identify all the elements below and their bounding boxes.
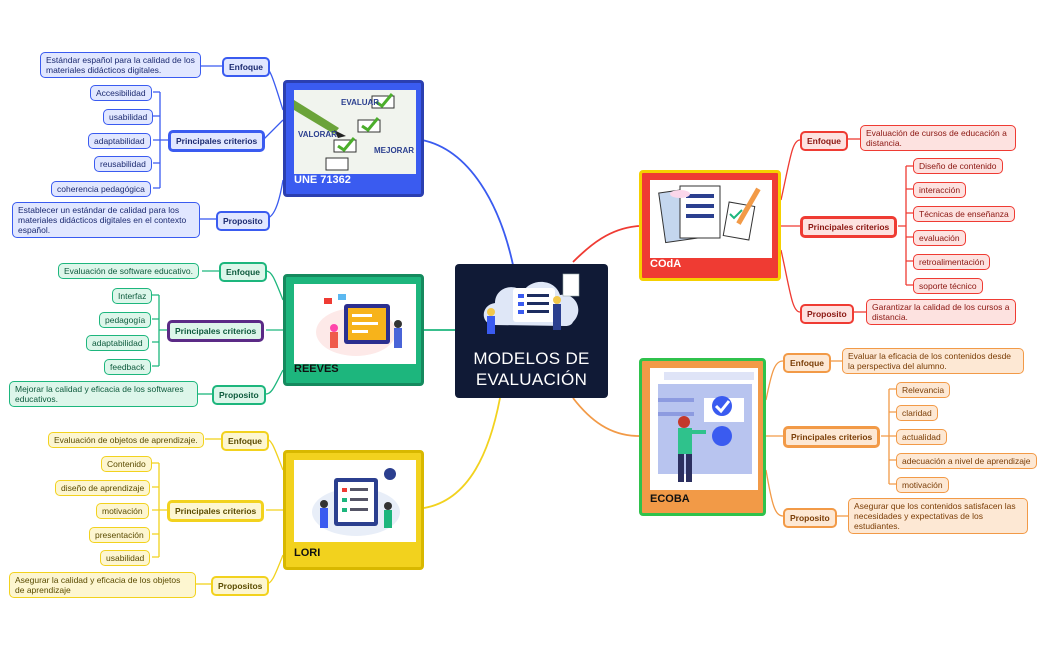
central-title-line-2: EVALUACIÓN	[475, 370, 588, 389]
lori-criterio-item[interactable]: presentación	[89, 527, 150, 543]
coda-criterio-item[interactable]: soporte técnico	[913, 278, 983, 294]
lori-enfoque-text[interactable]: Evaluación de objetos de aprendizaje.	[48, 432, 204, 448]
lori-criterios-label[interactable]: Principales criterios	[167, 500, 265, 522]
une-proposito-label[interactable]: Proposito	[216, 211, 270, 231]
central-topic[interactable]: MODELOS DE EVALUACIÓN	[455, 264, 608, 398]
reeves-proposito-label[interactable]: Proposito	[212, 385, 266, 405]
ecoba-criterios-label[interactable]: Principales criterios	[783, 426, 881, 448]
reeves-criterio-item[interactable]: Interfaz	[112, 288, 153, 304]
ecoba-criterio-item[interactable]: Relevancia	[896, 382, 951, 398]
lori-criterio-item[interactable]: diseño de aprendizaje	[55, 480, 151, 496]
ecoba-criterio-item[interactable]: adecuación a nivel de aprendizaje	[896, 453, 1037, 469]
ecoba-proposito-label[interactable]: Proposito	[783, 508, 837, 528]
lori-criterio-item[interactable]: usabilidad	[100, 550, 151, 566]
node-reeves[interactable]: REEVES	[283, 274, 424, 386]
coda-criterio-item[interactable]: retroalimentación	[913, 254, 991, 270]
une-enfoque-text[interactable]: Estándar español para la calidad de los …	[40, 52, 201, 78]
reeves-criterio-item[interactable]: feedback	[104, 359, 151, 375]
central-title-line-1: MODELOS DE	[473, 349, 590, 368]
une-criterio-item[interactable]: reusabilidad	[94, 156, 152, 172]
une-proposito-text[interactable]: Establecer un estándar de calidad para l…	[12, 202, 200, 238]
ecoba-criterio-item[interactable]: motivación	[896, 477, 949, 493]
software-evaluation-image	[294, 284, 416, 364]
une-criterio-item[interactable]: Accesibilidad	[90, 85, 152, 101]
node-ecoba[interactable]: ECOBA	[639, 358, 766, 516]
une-criterio-item[interactable]: adaptabilidad	[88, 133, 151, 149]
une-enfoque-label[interactable]: Enfoque	[222, 57, 270, 77]
ecoba-enfoque-label[interactable]: Enfoque	[783, 353, 831, 373]
node-title: REEVES	[294, 363, 339, 375]
reeves-proposito-text[interactable]: Mejorar la calidad y eficacia de los sof…	[9, 381, 198, 407]
valorar-word: VALORAR	[298, 130, 337, 139]
reeves-criterios-label[interactable]: Principales criterios	[167, 320, 265, 342]
node-une-71362[interactable]: EVALUAR VALORAR MEJORAR UNE 71362	[283, 80, 424, 197]
lori-proposito-label[interactable]: Propositos	[211, 576, 270, 596]
coda-criterio-item[interactable]: Diseño de contenido	[913, 158, 1003, 174]
reeves-criterio-item[interactable]: pedagogía	[99, 312, 152, 328]
checklist-image: EVALUAR VALORAR MEJORAR	[294, 90, 416, 174]
coda-proposito-text[interactable]: Garantizar la calidad de los cursos a di…	[866, 299, 1016, 325]
coda-criterios-label[interactable]: Principales criterios	[800, 216, 898, 238]
coda-enfoque-text[interactable]: Evaluación de cursos de educación a dist…	[860, 125, 1016, 151]
ecoba-criterio-item[interactable]: actualidad	[896, 429, 947, 445]
coda-criterio-item[interactable]: interacción	[913, 182, 967, 198]
ecoba-proposito-text[interactable]: Asegurar que los contenidos satisfacen l…	[848, 498, 1028, 534]
evaluar-word: EVALUAR	[341, 98, 380, 107]
node-title: ECOBA	[650, 493, 690, 505]
node-lori[interactable]: LORI	[283, 450, 424, 570]
mejorar-word: MEJORAR	[374, 146, 415, 155]
une-criterio-item[interactable]: coherencia pedagógica	[51, 181, 151, 197]
node-coda[interactable]: COdA	[639, 170, 781, 281]
lori-criterio-item[interactable]: Contenido	[101, 456, 152, 472]
lori-proposito-text[interactable]: Asegurar la calidad y eficacia de los ob…	[9, 572, 196, 598]
node-title: LORI	[294, 547, 321, 559]
ecoba-enfoque-text[interactable]: Evaluar la eficacia de los contenidos de…	[842, 348, 1024, 374]
reeves-enfoque-label[interactable]: Enfoque	[219, 262, 267, 282]
ecoba-criterio-item[interactable]: claridad	[896, 405, 938, 421]
une-criterio-item[interactable]: usabilidad	[103, 109, 154, 125]
documents-evaluation-image	[650, 180, 772, 258]
lori-criterio-item[interactable]: motivación	[96, 503, 149, 519]
cloud-checklist-illustration	[483, 273, 580, 334]
node-title: COdA	[650, 258, 682, 270]
node-title: UNE 71362	[294, 174, 351, 186]
coda-criterio-item[interactable]: Técnicas de enseñanza	[913, 206, 1015, 222]
une-criterios-label[interactable]: Principales criterios	[168, 130, 266, 152]
coda-criterio-item[interactable]: evaluación	[913, 230, 966, 246]
reeves-criterio-item[interactable]: adaptabilidad	[86, 335, 149, 351]
coda-proposito-label[interactable]: Proposito	[800, 304, 854, 324]
coda-enfoque-label[interactable]: Enfoque	[800, 131, 848, 151]
lori-enfoque-label[interactable]: Enfoque	[221, 431, 269, 451]
reeves-enfoque-text[interactable]: Evaluación de software educativo.	[58, 263, 199, 279]
checklist-board-image	[650, 368, 758, 490]
learning-objects-image	[294, 460, 416, 542]
